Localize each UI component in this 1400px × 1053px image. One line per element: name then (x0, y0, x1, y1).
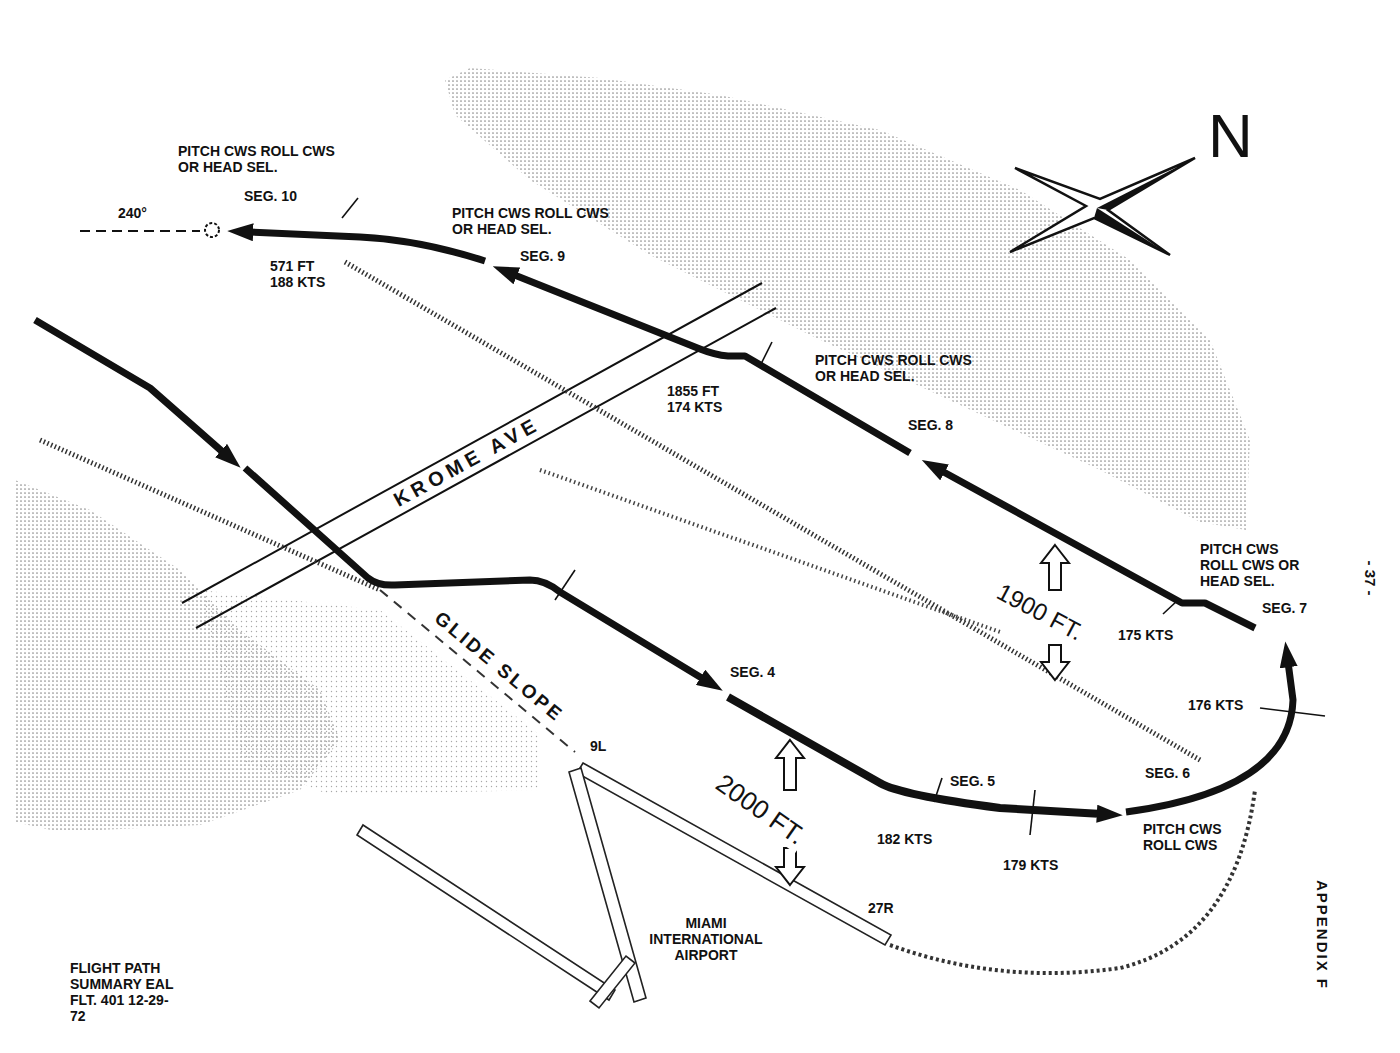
heading-label: 240° (118, 205, 147, 221)
flight-path-segment (1126, 662, 1293, 812)
speed-label: 182 KTS (877, 831, 932, 847)
altitude-label: 2000 FT. (708, 767, 813, 853)
segment-label: SEG. 9 (520, 248, 565, 264)
compass-star (1010, 158, 1195, 255)
segment-label: SEG. 6 (1145, 765, 1190, 781)
speed-label: 176 KTS (1188, 697, 1243, 713)
altitude-arrow (776, 740, 804, 790)
flight-path-segment (248, 232, 485, 261)
appendix-label: APPENDIX F (1313, 880, 1330, 990)
altitude-speed-label: 1855 FT 174 KTS (667, 383, 731, 415)
cloud-area (445, 68, 1250, 530)
airport-label: MIAMI INTERNATIONAL AIRPORT (640, 915, 772, 963)
segment-label: SEG. 4 (730, 664, 775, 680)
mode-label: PITCH CWS ROLL CWS OR HEAD SEL. (178, 143, 350, 175)
segment-label: SEG. 8 (908, 417, 953, 433)
flight-path (35, 232, 1293, 814)
speed-label: 179 KTS (1003, 857, 1058, 873)
mode-label: PITCH CWS ROLL CWS (1143, 821, 1235, 853)
flight-path-segment (728, 697, 1102, 814)
runway (590, 956, 635, 1008)
segment-label: SEG. 7 (1262, 600, 1307, 616)
runway-label: 9L (590, 738, 606, 754)
cloud-area (200, 590, 540, 795)
speed-label: 175 KTS (1118, 627, 1173, 643)
runway (357, 825, 615, 1000)
figure-title: FLIGHT PATH SUMMARY EAL FLT. 401 12-29-7… (70, 960, 174, 1024)
page-number: - 37 - (1361, 560, 1378, 595)
north-label: N (1208, 100, 1253, 171)
altitude-label: 1900 FT. (990, 576, 1091, 647)
altitude-arrow (1041, 645, 1069, 680)
runway-label: 27R (868, 900, 894, 916)
crash-site-mark (205, 223, 219, 237)
runway (569, 768, 646, 1002)
flight-path-segment (35, 320, 225, 454)
ground-track (345, 262, 1200, 760)
mode-label: PITCH CWS ROLL CWS OR HEAD SEL. (815, 352, 987, 384)
heading-line (80, 230, 200, 232)
glide-slope-line (380, 590, 575, 752)
segment-label: SEG. 5 (950, 773, 995, 789)
altitude-speed-label: 571 FT 188 KTS (270, 258, 334, 290)
compass-shade (1094, 208, 1170, 255)
road-edge (182, 283, 762, 603)
segment-tick (342, 198, 358, 218)
compass-shade (1097, 158, 1195, 210)
glide-slope-label: GLIDE SLOPE (430, 607, 568, 726)
altitude-arrow (776, 848, 804, 885)
altitude-arrow (1041, 545, 1069, 590)
segment-label: SEG. 10 (244, 188, 297, 204)
ground-track (540, 470, 1000, 632)
mode-label: PITCH CWS ROLL CWS OR HEAD SEL. (452, 205, 624, 237)
compass-rose (1010, 158, 1195, 255)
road-label: KROME AVE (390, 412, 545, 511)
ground-track (40, 440, 380, 590)
mode-label: PITCH CWS ROLL CWS OR HEAD SEL. (1200, 541, 1318, 589)
ground-track (890, 790, 1255, 973)
